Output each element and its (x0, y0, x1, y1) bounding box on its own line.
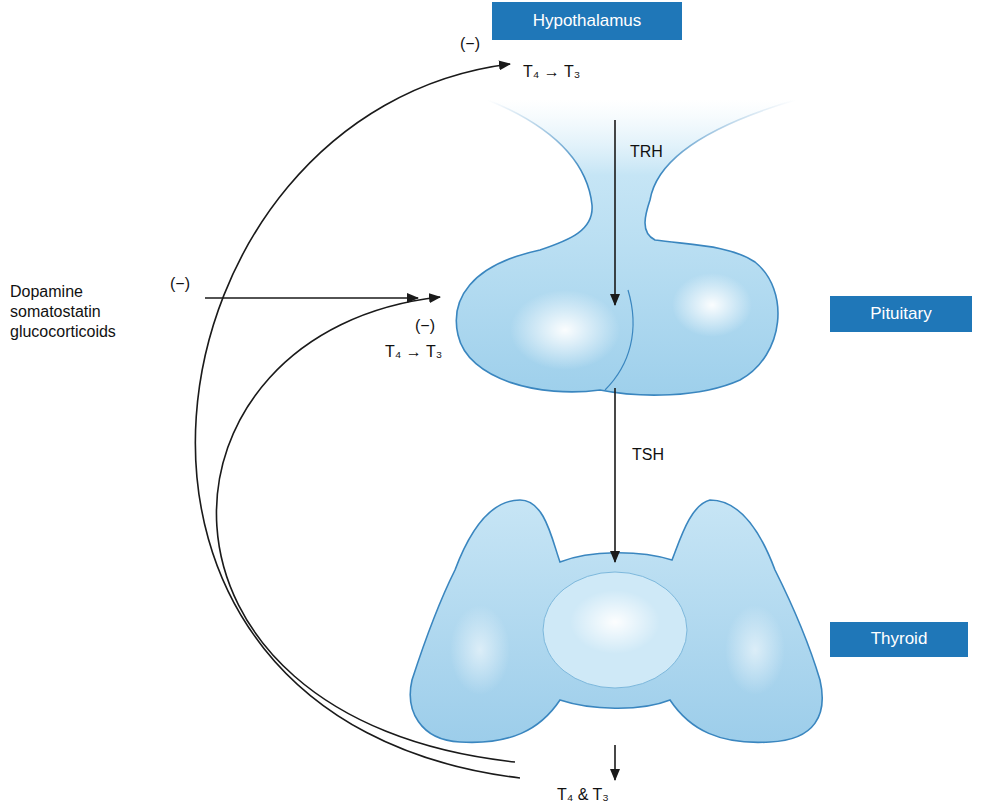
conversion-label: T₄ → T₃ (383, 342, 444, 362)
inhibitor-list: Dopamine somatostatin glucocorticoids (8, 282, 142, 342)
hormone-label: TSH (630, 445, 666, 465)
region-banner: Hypothalamus (492, 2, 682, 40)
hormone-label: TRH (628, 142, 665, 162)
conversion-label: T₄ → T₃ (521, 62, 582, 82)
region-banner: Thyroid (830, 622, 968, 657)
region-name: Pituitary (870, 304, 931, 324)
inhibition-sign: (−) (458, 34, 482, 54)
secreted-hormones: T₄ & T₃ (555, 785, 611, 805)
region-name: Hypothalamus (533, 11, 642, 31)
region-banner: Pituitary (830, 296, 972, 332)
inhibition-sign: (−) (413, 316, 437, 336)
region-name: Thyroid (871, 629, 928, 649)
inhibition-sign: (−) (168, 274, 192, 294)
